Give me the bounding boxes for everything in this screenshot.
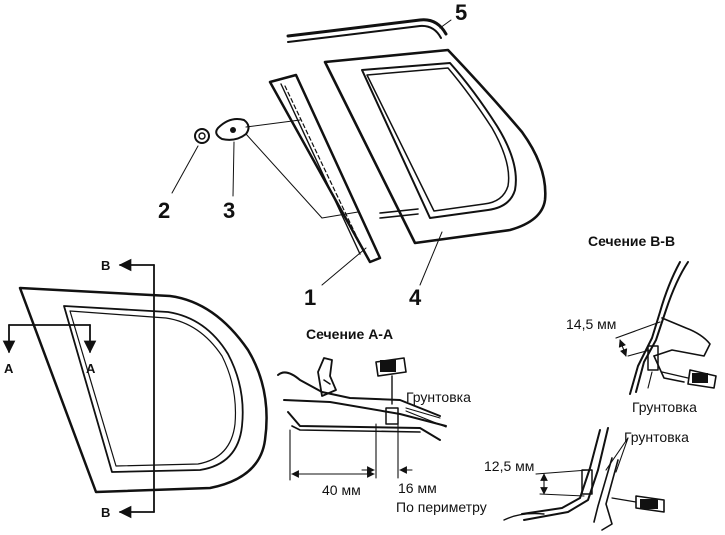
callout-4: 4: [409, 285, 422, 310]
part-2-fastener: [194, 128, 210, 144]
section-aa-drawing: [277, 357, 447, 481]
section-bb-dim-12-5: 12,5 мм: [484, 458, 534, 474]
callout-1: 1: [304, 285, 316, 310]
section-bb-title: Сечение В-В: [588, 233, 675, 249]
section-aa-dim-16: 16 мм: [398, 480, 437, 496]
cut-label-a-left: A: [4, 361, 14, 376]
part-4-window-glass: [323, 48, 547, 245]
part-5-top-molding: [286, 18, 448, 43]
section-bb-lower-drawing: [503, 427, 665, 531]
section-aa-title: Сечение А-А: [306, 326, 393, 342]
part-1-seal-strip: [268, 73, 382, 264]
section-aa-perimeter-label: По периметру: [396, 499, 487, 515]
callout-3: 3: [223, 198, 235, 223]
section-aa-primer-label: Грунтовка: [406, 389, 471, 405]
cut-line-b-b: [118, 258, 155, 519]
section-bb-primer-upper: Грунтовка: [632, 399, 697, 415]
cut-line-a-a: [2, 324, 97, 354]
section-bb-primer-lower: Грунтовка: [624, 429, 689, 445]
callout-5: 5: [455, 0, 467, 25]
cut-label-b-top: B: [101, 258, 110, 273]
section-bb-dim-14-5: 14,5 мм: [566, 316, 616, 332]
section-bb-upper-drawing: [615, 261, 717, 395]
part-3-clip: [215, 118, 250, 141]
glass-front-view: [18, 286, 268, 494]
section-aa-dim-40: 40 мм: [322, 482, 361, 498]
cut-label-a-right: A: [86, 361, 96, 376]
cut-label-b-bottom: B: [101, 505, 110, 520]
callout-2: 2: [158, 198, 170, 223]
